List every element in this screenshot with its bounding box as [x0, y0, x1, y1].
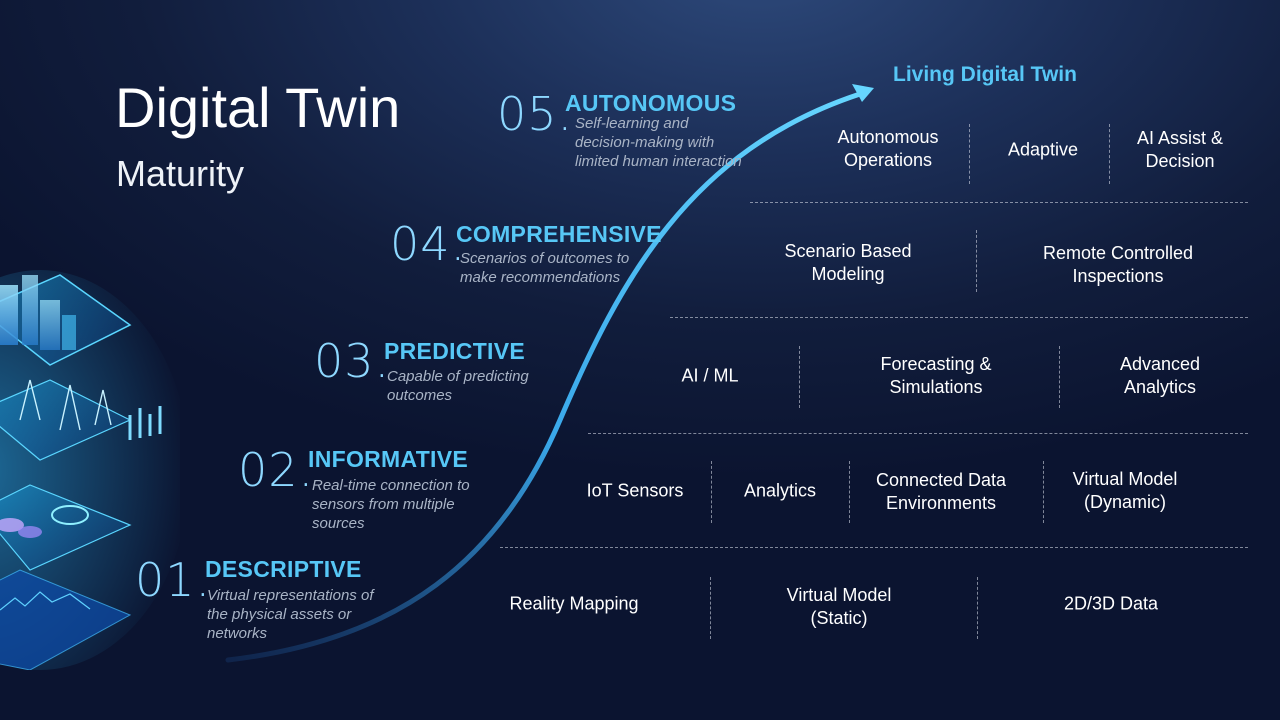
capability-virtual-model-dynamic: Virtual Model(Dynamic) [1072, 469, 1178, 512]
row-divider [670, 317, 1248, 318]
slide-title: Digital Twin [115, 76, 401, 139]
capability-forecasting-simulations: Forecasting &Simulations [880, 354, 992, 397]
stage-number: 04. [390, 217, 467, 271]
capability-ai-assist-decision: AI Assist &Decision [1136, 128, 1224, 171]
stage-name: DESCRIPTIVE [205, 556, 362, 582]
stage-name: INFORMATIVE [308, 446, 469, 472]
stage-description: Scenarios of outcomes to make recommenda… [460, 250, 630, 286]
stage-description: Capable of predicting outcomes [387, 368, 529, 404]
stage-name: PREDICTIVE [384, 338, 526, 364]
stage-description: Self-learning and decision-making with l… [575, 115, 742, 170]
stage-number: 01. [135, 553, 212, 607]
stage-number: 02. [238, 443, 315, 497]
stage-name: COMPREHENSIVE [456, 221, 662, 247]
stage-name: AUTONOMOUS [565, 90, 737, 116]
stage-number: 05. [497, 87, 574, 141]
stage-number: 03. [314, 334, 391, 388]
row-divider [588, 433, 1248, 434]
column-divider [977, 577, 978, 639]
column-divider [799, 346, 800, 408]
arrowhead-icon [852, 84, 874, 102]
row-divider [500, 547, 1248, 548]
capability-iot-sensors: IoT Sensors [586, 480, 684, 501]
column-divider [711, 461, 712, 523]
isometric-smart-city-icon [0, 270, 180, 670]
capability-adaptive: Adaptive [1007, 139, 1079, 160]
capability-2d-3d-data: 2D/3D Data [1063, 593, 1159, 614]
destination-label: Living Digital Twin [893, 63, 1077, 86]
capability-reality-mapping: Reality Mapping [509, 593, 639, 614]
column-divider [710, 577, 711, 639]
column-divider [849, 461, 850, 523]
stage-description: Real-time connection to sensors from mul… [312, 477, 470, 532]
capability-analytics: Analytics [743, 480, 817, 501]
column-divider [976, 230, 977, 292]
slide-subtitle: Maturity [116, 153, 245, 194]
column-divider [1109, 124, 1110, 184]
capability-virtual-model-static: Virtual Model(Static) [786, 585, 892, 628]
row-divider [750, 202, 1248, 203]
stage-description: Virtual representations of the physical … [207, 587, 374, 642]
column-divider [1059, 346, 1060, 408]
column-divider [1043, 461, 1044, 523]
capability-ai-ml: AI / ML [681, 365, 739, 386]
column-divider [969, 124, 970, 184]
